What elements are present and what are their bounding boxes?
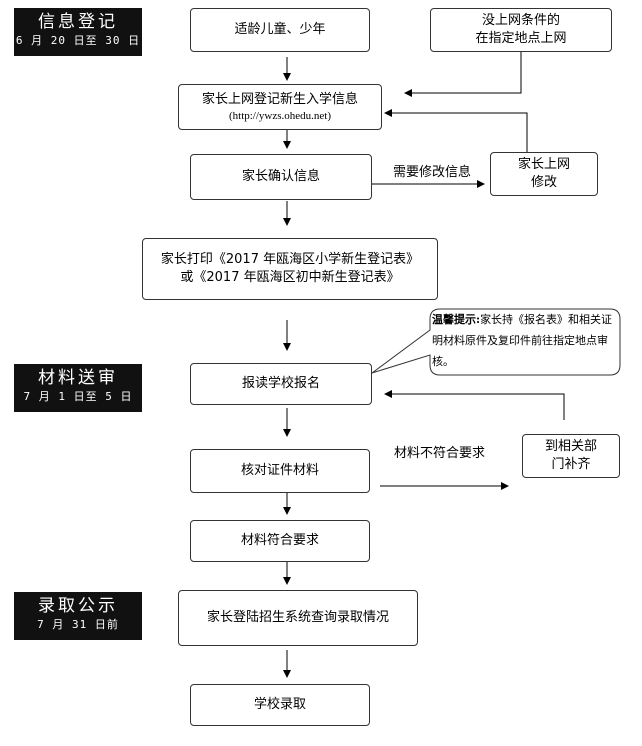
label-docs-not-ok: 材料不符合要求 bbox=[394, 446, 486, 461]
step-supplement-docs: 到相关部 门补齐 bbox=[522, 434, 620, 478]
phase-dates: 7 月 31 日前 bbox=[37, 618, 119, 631]
phase-registration: 信息登记 6 月 20 日至 30 日 bbox=[14, 8, 142, 56]
step-text: 报读学校报名 bbox=[241, 376, 320, 391]
arrow-modify-to-register bbox=[384, 109, 528, 152]
step-admitted: 学校录取 bbox=[190, 684, 370, 726]
phase-dates: 7 月 1 日至 5 日 bbox=[23, 390, 133, 403]
step-verify-docs: 核对证件材料 bbox=[190, 449, 370, 493]
register-url: (http://ywzs.ohedu.net) bbox=[228, 110, 332, 122]
step-check-result: 家长登陆招生系统查询录取情况 bbox=[178, 590, 418, 646]
tip-callout: 温馨提示:家长持《报名表》和相关证明材料原件及复印件前往指定地点审核。 bbox=[432, 309, 616, 372]
step-text-line: 在指定地点上网 bbox=[475, 31, 567, 46]
step-text-line: 门补齐 bbox=[551, 457, 591, 472]
step-print-form: 家长打印《2017 年瓯海区小学新生登记表》 或《2017 年瓯海区初中新生登记… bbox=[142, 238, 438, 300]
tip-text: 家长持《报名表》和相关证明材料原件及复印件前往指定地点审核。 bbox=[432, 313, 613, 368]
step-text: 学校录取 bbox=[253, 697, 306, 712]
step-text-line: 到相关部 bbox=[544, 439, 597, 454]
step-modify-online: 家长上网 修改 bbox=[490, 152, 598, 196]
phase-title: 信息登记 bbox=[38, 12, 118, 32]
tip-heading: 温馨提示: bbox=[432, 313, 481, 326]
step-text: 适龄儿童、少年 bbox=[234, 22, 326, 37]
step-text-line: 家长打印《2017 年瓯海区小学新生登记表》 bbox=[160, 252, 420, 267]
arrow-no-internet-to-register bbox=[404, 52, 522, 97]
step-register-online: 家长上网登记新生入学信息 (http://ywzs.ohedu.net) bbox=[178, 84, 382, 130]
step-text: 家长登陆招生系统查询录取情况 bbox=[206, 610, 389, 625]
step-text: 核对证件材料 bbox=[240, 463, 319, 478]
step-text: 材料符合要求 bbox=[240, 533, 319, 548]
step-text-line: 没上网条件的 bbox=[481, 13, 560, 28]
arrow-supplement-to-apply bbox=[384, 390, 565, 420]
step-text: 家长上网登记新生入学信息 bbox=[201, 92, 358, 107]
step-docs-ok: 材料符合要求 bbox=[190, 520, 370, 562]
step-text: 家长确认信息 bbox=[241, 169, 320, 184]
label-need-modify: 需要修改信息 bbox=[393, 165, 472, 180]
phase-title: 录取公示 bbox=[38, 596, 118, 616]
phase-admission-notice: 录取公示 7 月 31 日前 bbox=[14, 592, 142, 640]
step-school-apply: 报读学校报名 bbox=[190, 363, 372, 405]
step-eligible-children: 适龄儿童、少年 bbox=[190, 8, 370, 52]
step-no-internet: 没上网条件的 在指定地点上网 bbox=[430, 8, 612, 52]
step-text-line: 修改 bbox=[530, 175, 557, 190]
phase-document-review: 材料送审 7 月 1 日至 5 日 bbox=[14, 364, 142, 412]
step-text-line: 或《2017 年瓯海区初中新生登记表》 bbox=[180, 270, 400, 285]
phase-title: 材料送审 bbox=[38, 368, 118, 388]
step-confirm-info: 家长确认信息 bbox=[190, 154, 372, 200]
step-text-line: 家长上网 bbox=[517, 157, 570, 172]
tip-callout-bubble bbox=[371, 308, 621, 376]
phase-dates: 6 月 20 日至 30 日 bbox=[15, 34, 141, 47]
